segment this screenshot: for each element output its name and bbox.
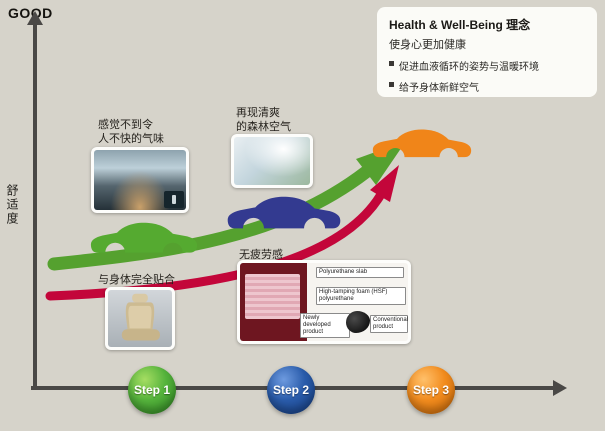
foam-chunk-photo (346, 311, 370, 333)
info-title: Health & Well-Being 理念 (389, 18, 531, 32)
info-subtitle: 使身心更加健康 (389, 39, 466, 51)
step-1-label: Step 1 (133, 383, 170, 397)
step-2-badge: Step 2 (267, 366, 315, 414)
y-axis-line (33, 24, 37, 388)
step-1-badge: Step 1 (128, 366, 176, 414)
annotation-forest: 再现清爽 的森林空气 (236, 107, 291, 135)
step-3-label: Step 3 (412, 383, 449, 397)
foam-slab-photo (240, 263, 308, 341)
annotation-forest-line2: 的森林空气 (236, 120, 291, 133)
interior-photo-card (91, 147, 189, 213)
info-bullet-1-text: 促进血液循环的姿势与温暖环境 (399, 62, 539, 73)
car-step1-icon (90, 222, 198, 253)
annotation-body-fit: 与身体完全贴合 (98, 274, 175, 286)
x-axis-arrowhead-icon (553, 380, 567, 396)
info-bullet-1: 促进血液循环的姿势与温暖环境 (389, 58, 585, 73)
red-trend-arrowhead (370, 165, 399, 202)
seat-photo-card (105, 287, 175, 350)
bullet-square-icon (389, 61, 394, 66)
annotation-odor: 感觉不到令 人不快的气味 (98, 119, 164, 147)
foam-new-product-label: Newly developed product (300, 313, 350, 338)
forest-air-photo (234, 137, 310, 185)
info-bullet-2-text: 给予身体新鲜空气 (399, 83, 479, 94)
bullet-square-icon (389, 82, 394, 87)
annotation-no-fatigue: 无疲劳感 (239, 249, 283, 261)
foam-comparison-photo: Polyurethane slab High-tamping foam (HSF… (240, 263, 408, 341)
step-2-label: Step 2 (272, 383, 309, 397)
annotation-odor-line2: 人不快的气味 (98, 132, 164, 145)
concept-info-box: Health & Well-Being 理念 使身心更加健康 促进血液循环的姿势… (377, 7, 597, 97)
car-interior-photo (94, 150, 186, 210)
foam-hsf-label: High-tamping foam (HSF) polyurethane (316, 287, 406, 305)
foam-photo-card: Polyurethane slab High-tamping foam (HSF… (237, 260, 411, 344)
car-step3-icon (372, 129, 472, 158)
foam-slab-label: Polyurethane slab (316, 267, 404, 278)
foam-conventional-label: Conventional product (370, 315, 408, 333)
annotation-odor-line1: 感觉不到令 (98, 119, 153, 131)
car-seat-photo (108, 290, 172, 347)
info-bullet-2: 给予身体新鲜空气 (389, 79, 585, 94)
y-axis-label: 舒适度 (5, 184, 19, 226)
foam-slab-block (245, 273, 301, 320)
forest-air-photo-card (231, 134, 313, 188)
y-axis-arrowhead-icon (27, 11, 43, 25)
car-seat-icon (121, 293, 160, 341)
annotation-forest-line1: 再现清爽 (236, 107, 280, 119)
step-3-badge: Step 3 (407, 366, 455, 414)
air-freshener-icon (164, 191, 184, 208)
car-step2-icon (227, 196, 341, 229)
